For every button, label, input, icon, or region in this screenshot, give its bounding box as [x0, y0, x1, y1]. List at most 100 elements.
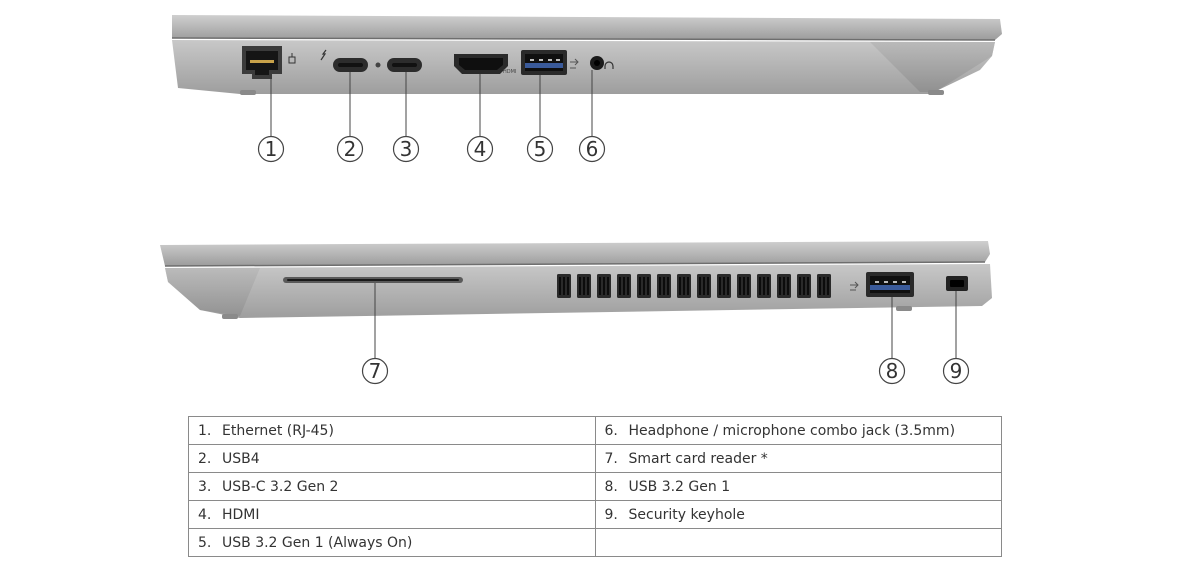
charge-led-icon	[375, 62, 381, 68]
vent-fin	[659, 277, 661, 295]
vent-fin	[647, 277, 649, 295]
legend-item-number: 9.	[604, 506, 618, 523]
vent-fin	[823, 277, 825, 295]
vent-fin	[583, 277, 585, 295]
legend-row: 5. USB 3.2 Gen 1 (Always On)	[188, 528, 1002, 557]
vent-fin	[559, 277, 561, 295]
callout-2: 2	[344, 137, 357, 161]
legend-cell-right: 6. Headphone / microphone combo jack (3.5…	[594, 416, 1002, 445]
vent-fin	[747, 277, 749, 295]
vent-fin	[679, 277, 681, 295]
smart-card-slot-icon	[283, 277, 463, 283]
vent-fin	[623, 277, 625, 295]
laptop-left-side-view: HDMI	[171, 15, 1002, 163]
legend-row: 3. USB-C 3.2 Gen 2 8. USB 3.2 Gen 1	[188, 472, 1002, 501]
legend-row: 1. Ethernet (RJ-45) 6. Headphone / micropho…	[188, 416, 1002, 445]
vent-fin	[563, 277, 565, 295]
lid-edge	[160, 241, 990, 266]
audio-jack-port-icon	[590, 56, 614, 70]
legend-cell-left: 4. HDMI	[188, 500, 596, 529]
vent-fin	[687, 277, 689, 295]
vent-fin	[667, 277, 669, 295]
legend-cell-right: 7. Smart card reader *	[594, 444, 1002, 473]
legend-item-label: USB 3.2 Gen 1 (Always On)	[222, 534, 413, 551]
legend-cell-left: 5. USB 3.2 Gen 1 (Always On)	[188, 528, 596, 557]
vent-fin	[643, 277, 645, 295]
vent-fin	[779, 277, 781, 295]
usb4-port-icon	[320, 49, 368, 72]
vent-fin	[767, 277, 769, 295]
legend-item-label: USB4	[222, 450, 260, 467]
laptop-ports-diagram: HDMI	[160, 15, 1002, 385]
callout-4: 4	[474, 137, 487, 161]
vent-fin	[663, 277, 665, 295]
legend-row: 2. USB4 7. Smart card reader *	[188, 444, 1002, 473]
vent-fin	[827, 277, 829, 295]
vent-fin	[639, 277, 641, 295]
legend-cell-left: 2. USB4	[188, 444, 596, 473]
legend-item-label: HDMI	[222, 506, 260, 523]
vent-fin	[763, 277, 765, 295]
legend-body: 1. Ethernet (RJ-45) 6. Headphone / micropho…	[188, 416, 1002, 557]
legend-cell-left: 3. USB-C 3.2 Gen 2	[188, 472, 596, 501]
usb-a-port-icon	[850, 272, 914, 297]
legend-item-number: 1.	[198, 422, 212, 439]
hdmi-port-icon: HDMI	[454, 54, 516, 75]
base-edge	[172, 40, 995, 94]
legend-row: 4. HDMI 9. Security keyhole	[188, 500, 1002, 529]
callout-7: 7	[369, 359, 382, 383]
legend-cell-right: 8. USB 3.2 Gen 1	[594, 472, 1002, 501]
legend-cell-right: 9. Security keyhole	[594, 500, 1002, 529]
vent-fin	[787, 277, 789, 295]
vent-fin	[683, 277, 685, 295]
lid-edge	[172, 15, 1002, 40]
vent-fin	[803, 277, 805, 295]
legend-item-label: Ethernet (RJ-45)	[222, 422, 334, 439]
vent-fin	[783, 277, 785, 295]
vent-fin	[739, 277, 741, 295]
legend-item-number: 3.	[198, 478, 212, 495]
legend-item-label: Smart card reader *	[628, 450, 768, 467]
base-wedge	[165, 268, 260, 316]
callout-6: 6	[586, 137, 599, 161]
legend-item-number: 6.	[604, 422, 618, 439]
legend-item-number: 8.	[604, 478, 618, 495]
vent-fin	[759, 277, 761, 295]
legend-item-label: USB-C 3.2 Gen 2	[222, 478, 339, 495]
callout-3: 3	[400, 137, 413, 161]
vent-fin	[723, 277, 725, 295]
vent-fin	[703, 277, 705, 295]
vent-fin	[579, 277, 581, 295]
laptop-right-side-view: 7 8 9	[160, 241, 992, 385]
usb-c-port-icon	[387, 58, 422, 72]
vent-fin	[707, 277, 709, 295]
port-legend-table: 1. Ethernet (RJ-45) 6. Headphone / micropho…	[188, 416, 1002, 557]
vent-fin	[587, 277, 589, 295]
legend-item-number: 7.	[604, 450, 618, 467]
legend-item-label: USB 3.2 Gen 1	[628, 478, 731, 495]
vent-fin	[819, 277, 821, 295]
hdmi-mark-label: HDMI	[503, 69, 516, 75]
base-wedge	[870, 42, 995, 92]
callout-1: 1	[265, 137, 278, 161]
vent-fin	[619, 277, 621, 295]
legend-item-label: Security keyhole	[628, 506, 745, 523]
vent-fin	[807, 277, 809, 295]
legend-item-label: Headphone / microphone combo jack (3.5mm…	[628, 422, 956, 439]
ethernet-port-icon	[242, 46, 296, 79]
vent-fin	[607, 277, 609, 295]
legend-cell-left: 1. Ethernet (RJ-45)	[188, 416, 596, 445]
legend-item-number: 2.	[198, 450, 212, 467]
callout-5: 5	[534, 137, 547, 161]
legend-item-number: 4.	[198, 506, 212, 523]
vent-fin	[599, 277, 601, 295]
legend-item-number: 5.	[198, 534, 212, 551]
callout-9: 9	[950, 359, 963, 383]
vent-fin	[727, 277, 729, 295]
usb-a-always-on-port-icon	[521, 50, 579, 75]
vent-fin	[567, 277, 569, 295]
callout-8: 8	[886, 359, 899, 383]
legend-cell-right	[594, 528, 1002, 557]
vent-fin	[603, 277, 605, 295]
vent-fin	[799, 277, 801, 295]
